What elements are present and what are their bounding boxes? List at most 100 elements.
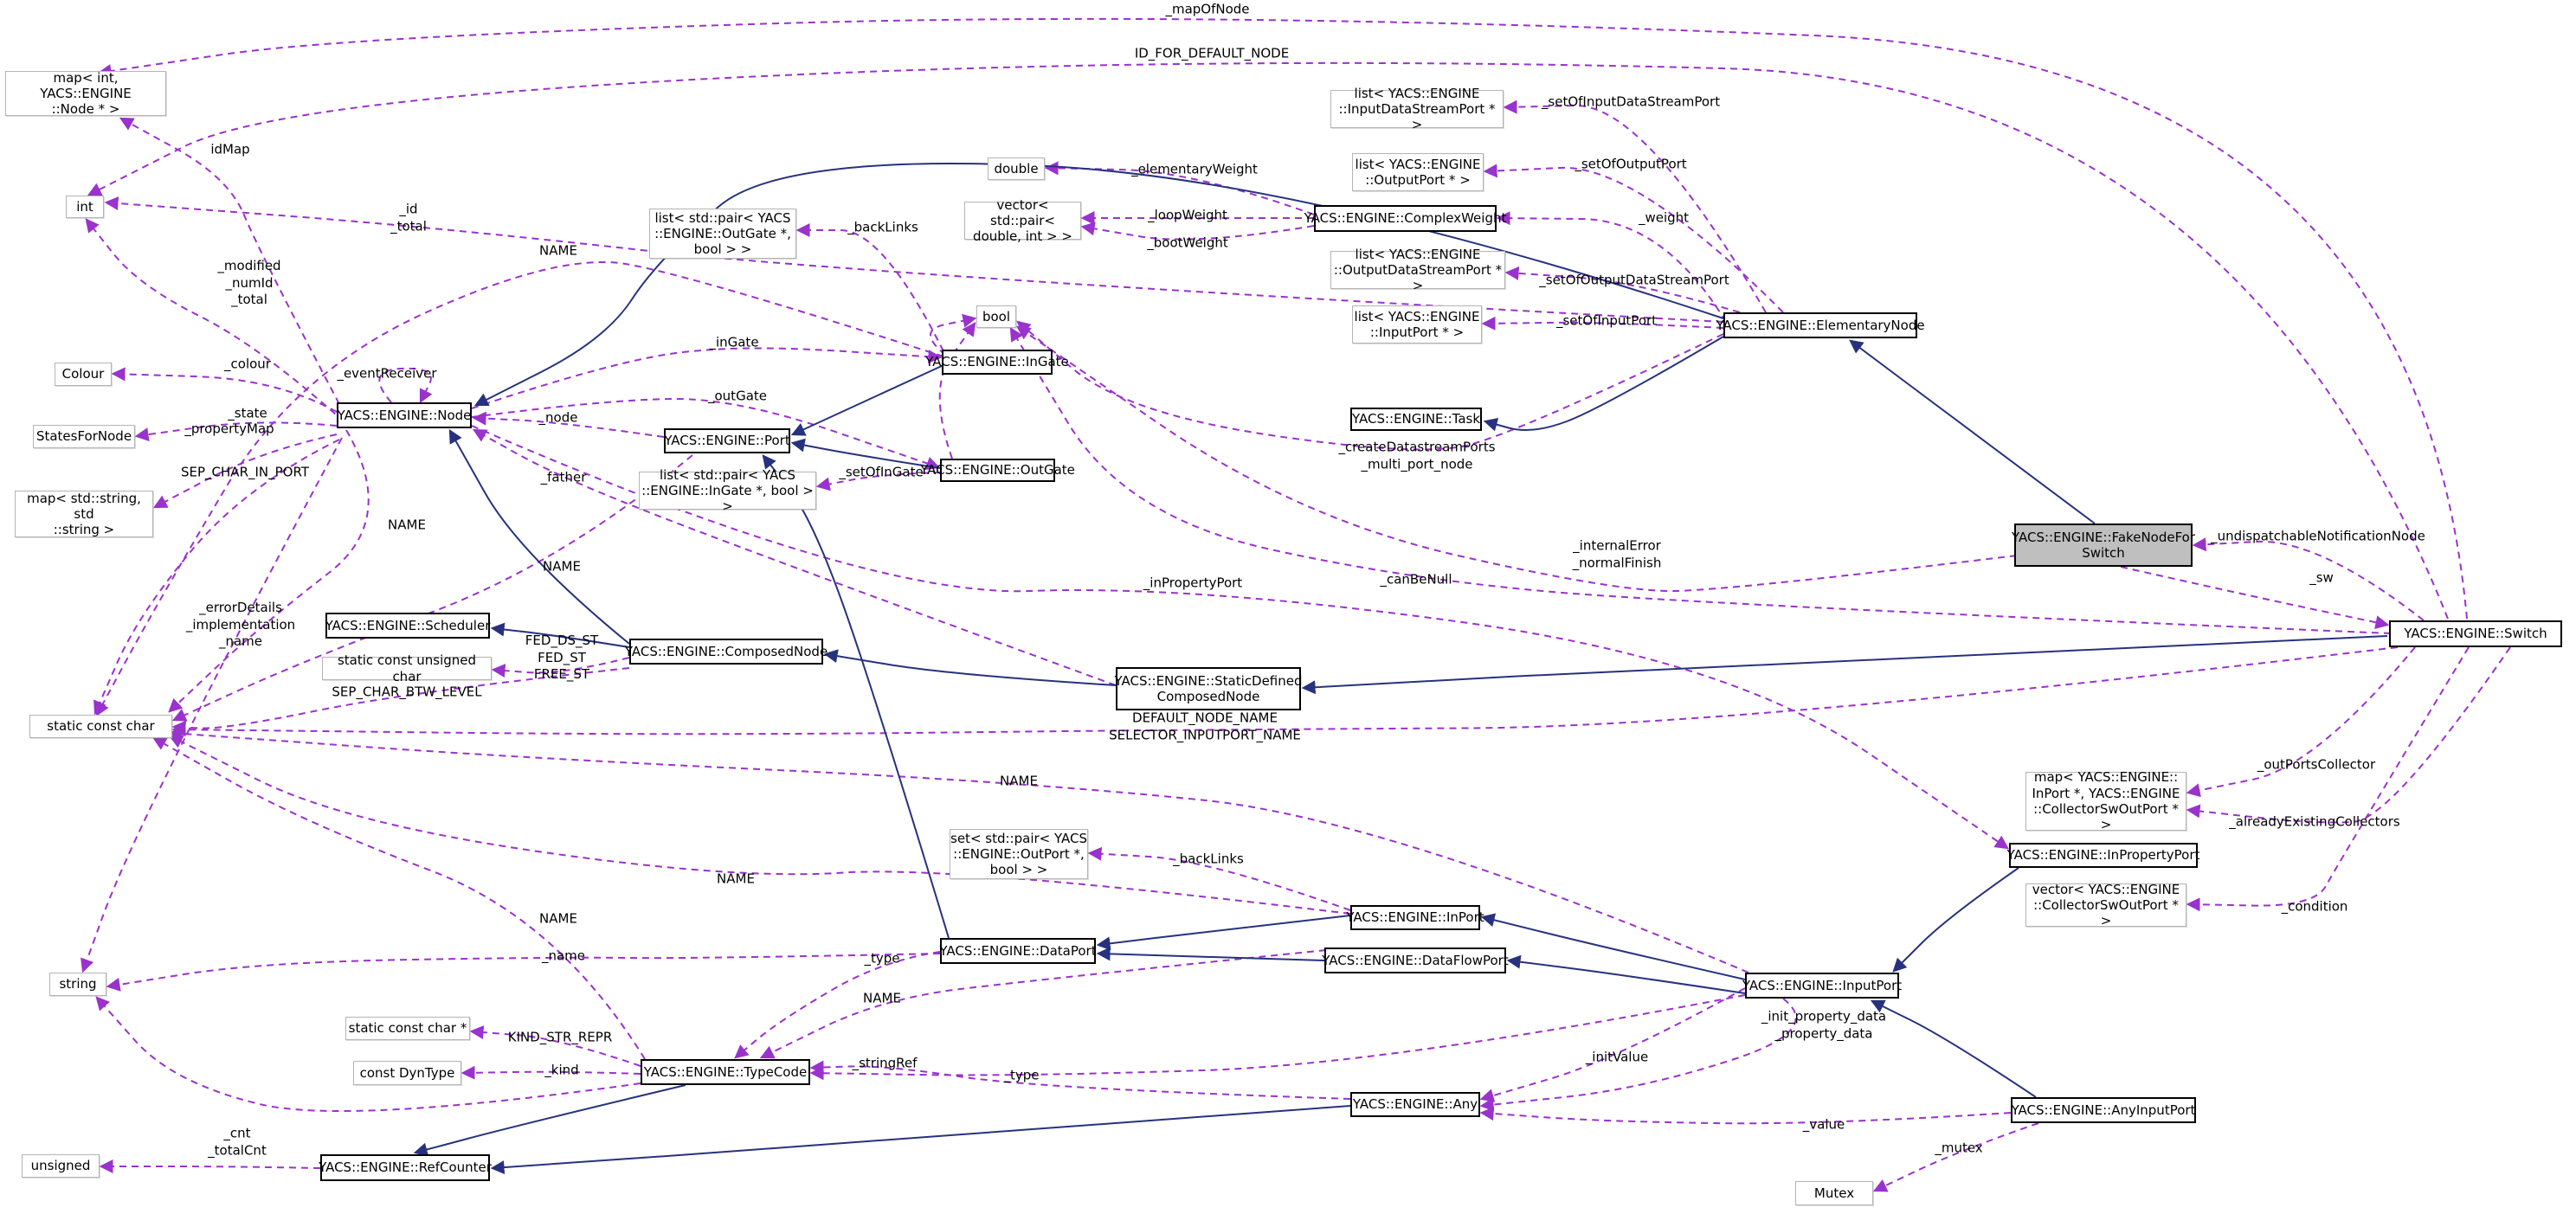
- class-box-task[interactable]: YACS::ENGINE::Task: [1350, 408, 1482, 431]
- member-edge-56: [1479, 1107, 2012, 1125]
- class-box-statesfornode: StatesForNode: [33, 425, 135, 448]
- member-edge-7: [171, 454, 693, 722]
- inheritance-edge-72: [1892, 867, 2019, 973]
- inheritance-edge-62: [1849, 339, 2096, 524]
- class-box-dataflowport[interactable]: YACS::ENGINE::DataFlowPort: [1322, 947, 1509, 973]
- member-edge-48: [809, 994, 1746, 1081]
- class-box-list-ingate-pair: list< std::pair< YACS ::ENGINE::InGate *…: [639, 467, 816, 514]
- class-box-double: double: [988, 157, 1045, 180]
- class-box-any[interactable]: YACS::ENGINE::Any: [1350, 1092, 1480, 1117]
- class-box-string: string: [49, 973, 106, 996]
- member-edge-14: [491, 657, 630, 678]
- class-box-map-int-node: map< int, YACS::ENGINE ::Node * >: [5, 70, 166, 117]
- inheritance-edge-69: [1096, 947, 1325, 961]
- class-box-list-inputdatastreamport: list< YACS::ENGINE ::InputDataStreamPort…: [1330, 86, 1504, 132]
- member-edge-21: [795, 223, 944, 352]
- member-edge-31: [1503, 100, 1767, 313]
- class-box-list-outgate-pair: list< std::pair< YACS ::ENGINE::OutGate …: [649, 209, 796, 259]
- member-edge-37: [471, 425, 2009, 850]
- class-box-colour: Colour: [55, 363, 112, 386]
- class-box-inpropertyport[interactable]: YACS::ENGINE::InPropertyPort: [2007, 843, 2199, 868]
- member-edge-29: [1080, 222, 1315, 241]
- class-box-unsigned: unsigned: [22, 1154, 100, 1178]
- class-box-vector-pair-double-int: vector< std::pair< double, int > >: [964, 197, 1081, 244]
- class-box-typecode[interactable]: YACS::ENGINE::TypeCode: [641, 1059, 810, 1085]
- class-box-composednode[interactable]: YACS::ENGINE::ComposedNode: [625, 639, 828, 665]
- member-edge-9: [134, 421, 338, 442]
- member-edge-39: [2186, 646, 2511, 824]
- class-box-inport[interactable]: YACS::ENGINE::InPort: [1346, 905, 1484, 930]
- member-edge-20: [815, 472, 941, 491]
- class-box-ingate[interactable]: YACS::ENGINE::InGate: [925, 350, 1069, 375]
- class-box-static-const-char-star: static const char *: [345, 1017, 470, 1040]
- member-edge-38: [2186, 646, 2416, 798]
- class-box-vector-collector: vector< YACS::ENGINE ::CollectorSwOutPor…: [2025, 882, 2186, 928]
- member-edge-33: [1504, 266, 1741, 313]
- inheritance-edge-68: [1096, 915, 1351, 951]
- member-edge-43: [1087, 846, 1351, 911]
- member-edge-30: [1496, 211, 1727, 323]
- class-box-scheduler[interactable]: YACS::ENGINE::Scheduler: [325, 613, 490, 639]
- member-edge-36: [2120, 566, 2390, 630]
- member-edge-49: [809, 1060, 1351, 1100]
- class-box-inputport[interactable]: YACS::ENGINE::InputPort: [1742, 973, 1902, 999]
- member-edge-19: [471, 397, 941, 471]
- class-box-map-string-string: map< std::string, std ::string >: [15, 491, 153, 537]
- inheritance-edge-64: [1301, 635, 2388, 695]
- member-edge-41: [171, 646, 2399, 737]
- member-edge-53: [95, 996, 641, 1112]
- class-box-anyinputport[interactable]: YACS::ENGINE::AnyInputPort: [2011, 1097, 2196, 1123]
- class-box-const-dyntype: const DynType: [353, 1061, 461, 1085]
- member-edge-4: [85, 218, 345, 423]
- class-box-list-outputdatastreamport: list< YACS::ENGINE ::OutputDataStreamPor…: [1330, 247, 1505, 293]
- class-box-static-const-char: static const char: [29, 715, 172, 738]
- inheritance-edge-70: [1480, 913, 1746, 980]
- class-box-static-const-unsigned-char: static const unsigned char: [322, 652, 492, 684]
- member-edge-35: [2192, 537, 2425, 621]
- inheritance-edge-65: [790, 364, 944, 436]
- member-edge-47: [734, 951, 941, 1059]
- member-edge-44: [168, 735, 1351, 915]
- member-edge-12: [80, 437, 343, 973]
- member-edge-32: [1483, 164, 1784, 313]
- member-edge-55: [1479, 998, 1797, 1112]
- member-edge-1: [87, 61, 2449, 620]
- class-box-map-inport-collector: map< YACS::ENGINE:: InPort *, YACS::ENGI…: [2025, 769, 2186, 832]
- member-edge-6: [168, 429, 370, 713]
- class-box-switch[interactable]: YACS::ENGINE::Switch: [2389, 620, 2562, 647]
- class-box-refcounter[interactable]: YACS::ENGINE::RefCounter: [319, 1154, 492, 1181]
- class-box-elementarynode[interactable]: YACS::ENGINE::ElementaryNode: [1716, 312, 1925, 338]
- class-box-outgate[interactable]: YACS::ENGINE::OutGate: [920, 459, 1075, 482]
- inheritance-edge-71: [1506, 954, 1746, 994]
- class-box-list-inputport: list< YACS::ENGINE ::InputPort * >: [1352, 305, 1482, 344]
- class-box-port[interactable]: YACS::ENGINE::Port: [664, 428, 790, 453]
- class-box-node[interactable]: YACS::ENGINE::Node: [337, 402, 472, 428]
- class-box-staticdefined[interactable]: YACS::ENGINE::StaticDefined ComposedNode: [1114, 667, 1303, 710]
- class-box-dataport[interactable]: YACS::ENGINE::DataPort: [939, 938, 1097, 964]
- class-box-int: int: [66, 196, 104, 218]
- member-edge-3: [104, 196, 1724, 323]
- inheritance-edge-67: [762, 454, 950, 939]
- member-edge-40: [2186, 646, 2470, 912]
- inheritance-edge-74: [413, 1084, 686, 1157]
- class-box-complexweight[interactable]: YACS::ENGINE::ComplexWeight: [1304, 205, 1506, 232]
- inheritance-edge-76: [490, 622, 630, 648]
- member-edge-46: [106, 953, 941, 992]
- member-edge-58: [99, 1159, 321, 1173]
- member-edge-45: [151, 736, 646, 1060]
- member-edge-16: [472, 411, 665, 438]
- member-edge-15: [378, 367, 433, 404]
- inheritance-edge-75: [490, 1105, 1351, 1175]
- inheritance-edge-60: [448, 428, 630, 645]
- member-edge-52: [460, 1065, 641, 1080]
- member-edge-8: [111, 367, 338, 413]
- class-box-fakenodeforswitch[interactable]: YACS::ENGINE::FakeNodeFor Switch: [2012, 523, 2195, 567]
- member-edge-50: [759, 949, 1327, 1059]
- member-edge-2: [119, 117, 340, 405]
- member-edge-24: [1016, 320, 1724, 451]
- member-edge-27: [1044, 161, 1315, 215]
- class-box-bool: bool: [976, 305, 1016, 328]
- class-box-mutex: Mutex: [1795, 1181, 1873, 1205]
- member-edge-11: [93, 439, 340, 716]
